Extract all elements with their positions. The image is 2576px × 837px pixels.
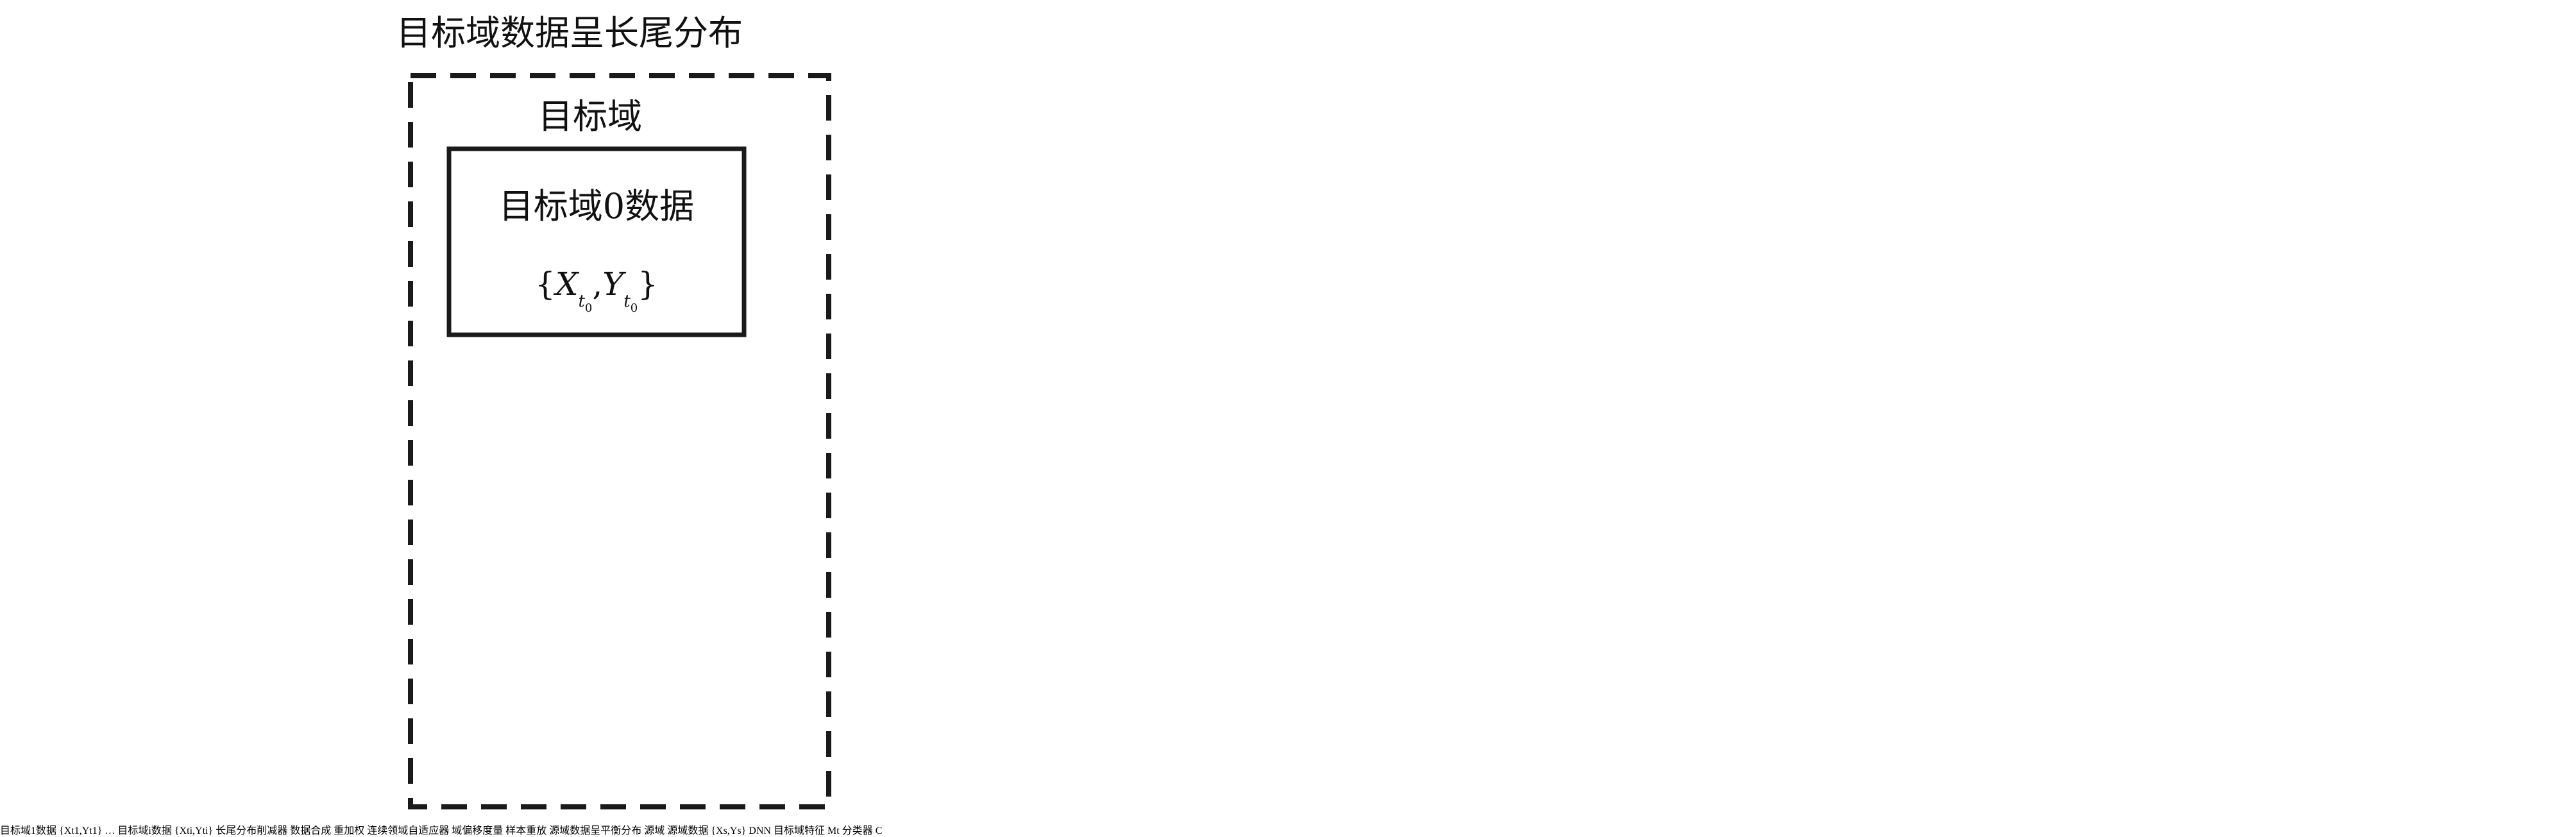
classifier-symbol: C [875, 825, 883, 836]
data-synthesis-label: 数据合成 [290, 825, 332, 836]
sample-replay-label: 样本重放 [505, 825, 547, 836]
target-domain-1-label: 目标域1数据 [0, 825, 57, 836]
target-group-caption: 目标域数据呈长尾分布 [396, 13, 743, 53]
target-group-title: 目标域 [538, 96, 642, 137]
target-domain-i-set: {Xti,Yti} [174, 825, 214, 836]
diagram-canvas: 目标域数据呈长尾分布 目标域 目标域0数据 {Xt0,Yt0} 目标域1数据 {… [0, 13, 882, 836]
target-domain-1-set: {Xt1,Yt1} [59, 825, 103, 836]
target-feature-symbol: Mt [827, 825, 840, 836]
target-domain-0-set: {Xt0,Yt0} [535, 266, 658, 315]
domain-shift-label: 域偏移度量 [452, 825, 504, 836]
classifier-label: 分类器 [842, 825, 873, 836]
target-group-frame [408, 73, 831, 809]
reducer-title: 长尾分布削减器 [216, 825, 288, 836]
target-domain-0-box [446, 146, 747, 337]
target-domain-0-label: 目标域0数据 [499, 186, 694, 226]
source-data-label: 源域数据 [667, 825, 709, 836]
target-feature-label: 目标域特征 [773, 825, 825, 836]
adapter-title: 连续领域自适应器 [367, 825, 450, 836]
source-group-caption: 源域数据呈平衡分布 [549, 824, 642, 836]
target-domain-i-label: 目标域i数据 [117, 825, 172, 836]
dnn-label: DNN [749, 825, 771, 836]
diagram-svg: 目标域数据呈长尾分布 目标域 目标域0数据 {Xt0,Yt0} [396, 13, 831, 809]
reweighting-label: 重加权 [334, 825, 365, 836]
source-data-set: {Xs,Ys} [711, 825, 747, 836]
target-ellipsis: … [105, 825, 115, 836]
source-group-title: 源域 [644, 825, 665, 836]
